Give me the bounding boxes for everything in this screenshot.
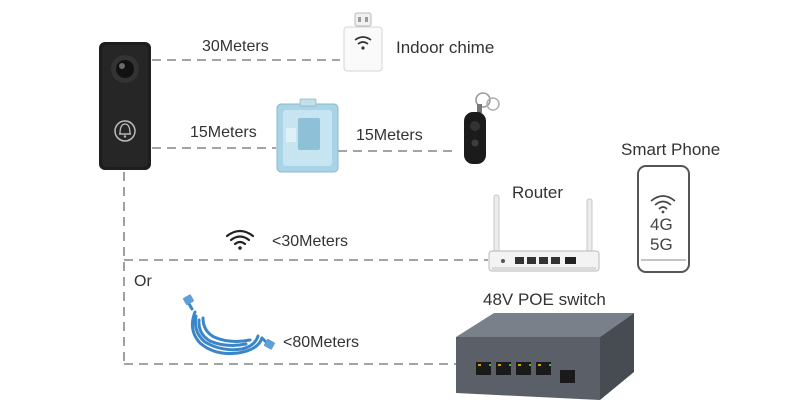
cable-distance-label: <80Meters <box>283 334 360 351</box>
doorbell-icon <box>99 42 151 170</box>
bell-icon <box>114 120 136 142</box>
connection-lines <box>123 59 488 365</box>
key-fob-remote-icon <box>464 92 500 164</box>
phone-label: Smart Phone <box>621 140 721 159</box>
phone-wifi-icon <box>650 195 676 210</box>
phone-network-5g: 5G <box>650 235 673 254</box>
relay-distance-label: 15Meters <box>190 124 257 141</box>
poe-switch-label: 48V POE switch <box>483 290 606 309</box>
remote-distance-label: 15Meters <box>356 127 423 144</box>
wifi-distance-label: <30Meters <box>272 233 349 250</box>
router-label: Router <box>512 183 564 202</box>
router-icon <box>488 194 600 272</box>
poe-switch-icon <box>456 313 634 400</box>
chime-icon <box>343 12 383 72</box>
chime-label: Indoor chime <box>396 38 495 57</box>
relay-module-icon <box>276 98 339 173</box>
wifi-icon <box>225 229 255 246</box>
cable-plug-right <box>263 338 275 350</box>
smartphone-icon <box>637 165 690 273</box>
or-label: Or <box>134 273 152 290</box>
cable-plug-left <box>182 294 194 306</box>
chime-distance-label: 30Meters <box>202 38 269 55</box>
ethernet-cable-icon <box>186 300 270 355</box>
phone-network-4g: 4G <box>650 215 673 234</box>
